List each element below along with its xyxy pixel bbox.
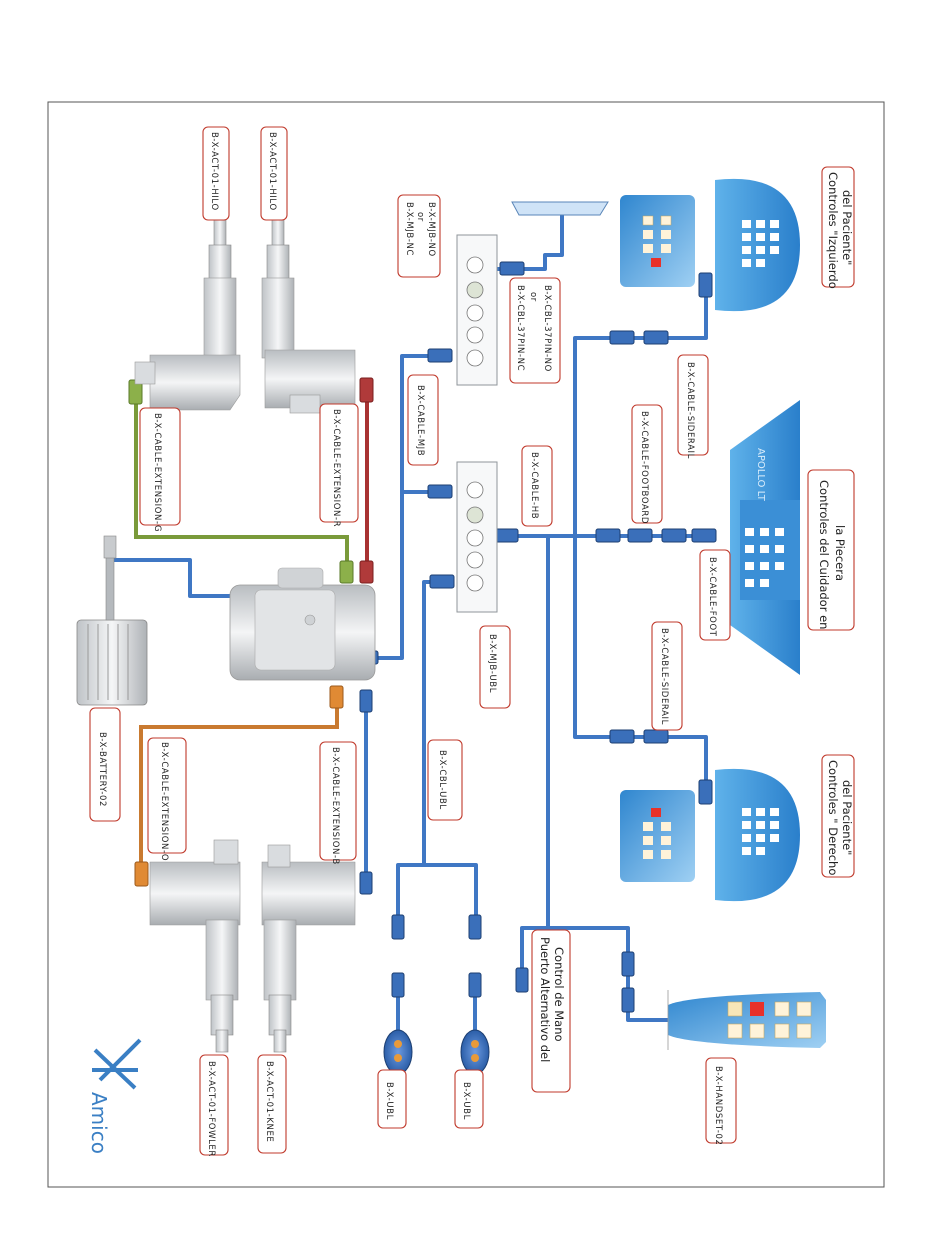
cable-siderail-spine-2 xyxy=(573,536,708,790)
label-cbl37-or: or xyxy=(528,292,538,302)
label-cable-ext-b: B-X-CABLE-EXTENSION-B xyxy=(330,747,340,865)
label-ctrl-izq-2: del Paciente" xyxy=(840,190,854,265)
label-puerto-2: Control de Mano xyxy=(552,947,566,1042)
callout-ubl-2: B-X-UBL xyxy=(454,1069,484,1129)
callout-puerto: Puerto Alternativo del Control de Mano xyxy=(531,929,571,1093)
control-box-icon xyxy=(229,567,376,681)
label-mjb-nc: B-X-MJB-NC xyxy=(404,202,414,256)
siderail-panel-icon xyxy=(620,178,800,312)
cable-handset-line xyxy=(546,536,668,1022)
handset-icon xyxy=(667,990,826,1050)
callout-act-hilo-2: B-X-ACT-01-HILO xyxy=(260,126,288,221)
label-cable-ext-r: B-X-CABLE-EXTENSION-R xyxy=(331,409,341,527)
label-act-hilo-1: B-X-ACT-01-HILO xyxy=(209,132,219,211)
callout-act-fowler: B-X-ACT-01-FOWLER xyxy=(199,1054,229,1157)
cable-37pin-line xyxy=(497,212,564,271)
callout-act-hilo-1: B-X-ACT-01-HILO xyxy=(202,126,230,221)
ubl-light-icon xyxy=(383,1029,413,1075)
callout-cable-siderail-top: B-X-CABLE-SIDERAIL xyxy=(677,354,709,459)
label-cable-footboard: B-X-CABLE-FOOTBOARD xyxy=(639,411,649,524)
junction-box-icon xyxy=(456,461,498,613)
callout-cable-ext-r: B-X-CABLE-EXTENSION-R xyxy=(319,403,359,527)
callout-act-knee: B-X-ACT-01-KNEE xyxy=(257,1054,287,1154)
footboard-panel-icon: APOLLO LT xyxy=(730,400,800,675)
cable-ubl-branch xyxy=(424,863,478,925)
label-cbl37-nc: B-X-CBL-37PIN-NC xyxy=(515,285,525,371)
callout-cbl-ubl: B-X-CBL-UBL xyxy=(427,739,463,821)
label-act-hilo-2: B-X-ACT-01-HILO xyxy=(267,132,277,211)
callout-mjb: B-X-MJB-NC or B-X-MJB-NO xyxy=(397,194,441,278)
label-act-knee: B-X-ACT-01-KNEE xyxy=(264,1061,274,1142)
label-mjb-or: or xyxy=(415,212,425,222)
label-mjb-no: B-X-MJB-NO xyxy=(426,202,436,257)
callout-ctrl-cuidador: Controles del Cuidador en la Piecera xyxy=(807,469,855,631)
actuator-icon xyxy=(134,219,241,411)
callout-cable-footboard: B-X-CABLE-FOOTBOARD xyxy=(631,404,663,524)
callout-cable-mjb: B-X-CABLE-MJB xyxy=(407,374,439,466)
label-ctrl-izq-1: Controles "Izquierdo xyxy=(826,172,840,289)
label-cbl-ubl: B-X-CBL-UBL xyxy=(437,750,447,810)
callout-cable-siderail-bottom: B-X-CABLE-SIDERAIL xyxy=(651,621,683,731)
actuator-icon xyxy=(261,219,356,414)
callout-ubl-1: B-X-UBL xyxy=(377,1069,407,1129)
label-puerto-1: Puerto Alternativo del xyxy=(538,937,552,1062)
apollo-brand-text: APOLLO LT xyxy=(755,448,766,502)
actuator-icon xyxy=(149,839,241,1053)
label-cable-siderail-bottom: B-X-CABLE-SIDERAIL xyxy=(659,628,669,725)
battery-icon xyxy=(76,535,148,706)
label-cable-mjb: B-X-CABLE-MJB xyxy=(415,385,425,456)
label-ctrl-cuid-1: Controles del Cuidador en xyxy=(817,480,831,629)
callout-handset: B-X-HANDSET-02 xyxy=(705,1057,737,1146)
cable-extension-g-line xyxy=(134,392,349,571)
callout-cable-hb: B-X-CABLE-HB xyxy=(521,445,553,527)
label-act-fowler: B-X-ACT-01-FOWLER xyxy=(206,1061,216,1157)
label-mjb-ubl: B-X-MJB-UBL xyxy=(487,634,497,693)
siderail-panel-icon xyxy=(620,768,800,902)
callout-cable-ext-g: B-X-CABLE-EXTENSION-G xyxy=(139,407,181,532)
callout-cbl37: B-X-CBL-37PIN-NC or B-X-CBL-37PIN-NO xyxy=(509,277,561,384)
light-bar-icon xyxy=(511,201,609,216)
label-cbl37-no: B-X-CBL-37PIN-NO xyxy=(542,285,552,372)
callout-battery: B-X-BATTERY-02 xyxy=(89,707,121,822)
cable-alt-port-line xyxy=(520,926,548,985)
label-handset: B-X-HANDSET-02 xyxy=(713,1066,723,1146)
page-frame xyxy=(47,101,885,1188)
cable-extension-o-line xyxy=(139,697,339,873)
ubl-light-icon xyxy=(460,1029,490,1075)
label-ubl-1: B-X-UBL xyxy=(384,1082,394,1120)
cable-siderail-spine xyxy=(573,290,708,536)
battery-cable-line xyxy=(110,558,240,598)
junction-box-icon xyxy=(456,234,498,386)
label-cable-ext-g: B-X-CABLE-EXTENSION-G xyxy=(152,413,162,532)
callout-cable-foot: B-X-CABLE-FOOT xyxy=(699,549,731,641)
callout-cable-ext-b: B-X-CABLE-EXTENSION-B xyxy=(319,741,357,865)
callout-mjb-ubl: B-X-MJB-UBL xyxy=(479,625,511,709)
label-cable-ext-o: B-X-CABLE-EXTENSION-O xyxy=(159,742,169,861)
label-cable-foot: B-X-CABLE-FOOT xyxy=(707,557,717,637)
label-ubl-2: B-X-UBL xyxy=(461,1082,471,1120)
label-ctrl-der-1: Controles " Derecho xyxy=(826,760,840,875)
label-cable-hb: B-X-CABLE-HB xyxy=(529,452,539,519)
label-ctrl-cuid-2: la Piecera xyxy=(833,525,847,581)
callout-cable-ext-o: B-X-CABLE-EXTENSION-O xyxy=(147,737,187,861)
actuator-icon xyxy=(261,844,356,1053)
callout-ctrl-derecho: Controles " Derecho del Paciente" xyxy=(821,754,855,878)
amico-logo-icon: Amico xyxy=(87,1038,142,1154)
label-ctrl-der-2: del Paciente" xyxy=(840,780,854,855)
label-battery: B-X-BATTERY-02 xyxy=(97,732,107,807)
callout-ctrl-izquierdo: Controles "Izquierdo del Paciente" xyxy=(821,166,855,289)
label-cable-siderail-top: B-X-CABLE-SIDERAIL xyxy=(685,362,695,459)
amico-logo-text: Amico xyxy=(87,1092,111,1154)
cable-mjb-line xyxy=(368,354,440,660)
